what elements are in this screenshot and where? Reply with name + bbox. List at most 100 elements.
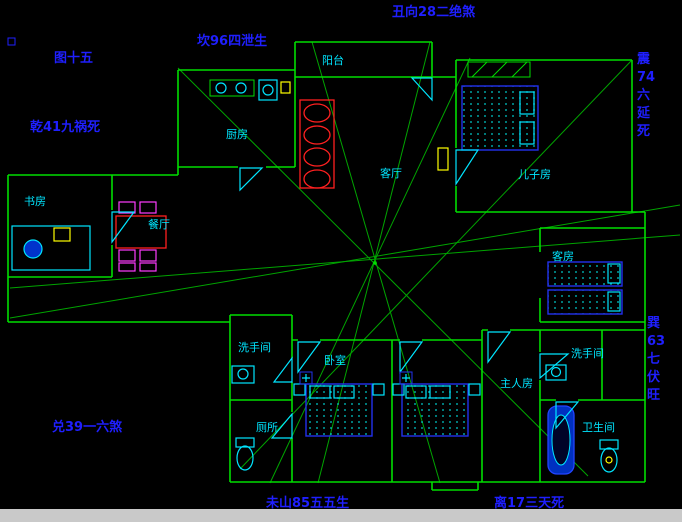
guest-room-furniture <box>547 261 623 315</box>
wardrobe-icon <box>467 61 531 78</box>
pillow-icon <box>309 385 331 399</box>
east-upper-char: 震 <box>636 52 651 67</box>
nightstand-icon <box>468 383 481 396</box>
tv-icon <box>437 147 449 171</box>
cursor-pickbox <box>7 37 16 46</box>
toilet-seat-icon <box>605 456 613 464</box>
basin-bowl-icon <box>550 366 562 378</box>
dining-chair-icon <box>118 249 136 262</box>
pillow-icon <box>429 385 451 399</box>
east-upper-char: 六 <box>637 87 650 103</box>
pillow-icon <box>405 385 427 399</box>
east-lower-char: 七 <box>647 352 660 367</box>
dining-chair-icon <box>118 201 136 214</box>
pillow-icon <box>519 91 535 115</box>
pillow-icon <box>519 121 535 145</box>
dining-chair-icon <box>139 262 157 272</box>
nightstand-icon <box>392 383 405 396</box>
room-label-washroom1: 洗手间 <box>238 340 271 354</box>
wall-outline <box>7 41 646 491</box>
door-icon <box>539 353 570 380</box>
burner-icon <box>235 82 247 94</box>
bottom-scrollbar[interactable] <box>0 509 682 522</box>
bed-icon <box>547 289 623 315</box>
desk-icon <box>11 225 91 271</box>
door-icon <box>297 341 322 374</box>
kitchen-fixtures <box>209 79 291 101</box>
kitchen-appliance-icon <box>280 81 291 94</box>
living-furniture <box>299 99 449 189</box>
annotation-south-center: 未山85五五生 <box>265 495 349 511</box>
room-label-washroom2: 洗手间 <box>571 346 604 360</box>
sofa-cushion-icon <box>303 103 331 123</box>
bed-icon <box>461 85 539 151</box>
door-icon <box>487 331 512 364</box>
stove-icon <box>209 79 255 97</box>
room-label-study: 书房 <box>24 195 46 208</box>
bedroom2-furniture <box>392 383 481 437</box>
basin-bowl-icon <box>237 368 249 380</box>
wardrobe-hatch <box>471 61 528 78</box>
washbasin-icon <box>231 365 255 384</box>
dining-chair-icon <box>139 249 157 262</box>
socket-icon <box>299 371 313 385</box>
room-label-dining: 餐厅 <box>148 217 170 231</box>
toilet-bowl-icon <box>236 445 254 471</box>
room-label-master: 主人房 <box>500 377 533 390</box>
room-label-son: 儿子房 <box>518 168 551 181</box>
nightstand-icon <box>372 383 385 396</box>
sector-line <box>269 57 471 484</box>
dining-chair-icon <box>118 262 136 272</box>
fengshui-annotations: 图十五 坎96四泄生 丑向28二绝煞 乾41九祸死 兑39一六煞 未山85五五生… <box>7 4 665 511</box>
east-lower-char: 63 <box>647 334 665 349</box>
bed-icon <box>547 261 623 287</box>
annotation-west: 乾41九祸死 <box>30 119 100 135</box>
chair-icon <box>23 239 43 259</box>
annotation-top-center: 丑向28二绝煞 <box>392 4 476 20</box>
sofa-cushion-icon <box>303 125 331 145</box>
sector-line <box>9 204 681 319</box>
bed-icon <box>401 383 469 437</box>
door-icon <box>455 149 480 187</box>
annotation-east-lower: 巽 63 七 伏 旺 <box>647 316 665 403</box>
computer-icon <box>53 227 71 242</box>
room-label-kitchen: 厨房 <box>226 128 248 141</box>
room-labels: 阳台 厨房 客厅 书房 餐厅 儿子房 客房 洗手间 厕所 卧室 主人房 洗手间 … <box>24 53 615 434</box>
door-icon <box>111 211 136 244</box>
dining-furniture <box>115 201 167 272</box>
pillow-icon <box>607 291 621 312</box>
annotation-south-right: 离17三天死 <box>494 495 564 511</box>
room-label-guest: 客房 <box>552 249 574 263</box>
sector-line <box>177 67 589 477</box>
toilet-bowl-icon <box>600 447 618 473</box>
annotation-southwest: 兑39一六煞 <box>52 419 123 435</box>
plan-center-point <box>373 261 377 265</box>
east-lower-char: 旺 <box>647 388 660 403</box>
burner-icon <box>215 82 227 94</box>
east-upper-char: 延 <box>636 105 651 121</box>
study-furniture <box>11 225 91 271</box>
pillow-icon <box>333 385 355 399</box>
door-icon <box>555 401 580 430</box>
toilet-tank-icon <box>235 437 255 448</box>
kitchen-sink-icon <box>258 79 278 101</box>
dining-chair-icon <box>139 201 157 214</box>
annotation-east-upper: 震 74 六 延 死 <box>636 52 655 139</box>
pillow-icon <box>607 263 621 284</box>
room-label-bathroom: 卫生间 <box>582 420 615 434</box>
socket-icon <box>399 371 413 385</box>
room-label-living: 客厅 <box>380 166 402 180</box>
room-label-bedroom: 卧室 <box>324 353 346 367</box>
toilet-tank-icon <box>599 439 619 450</box>
east-lower-char: 巽 <box>647 316 660 331</box>
bedroom1-furniture <box>293 383 385 437</box>
door-icon <box>270 412 293 439</box>
analysis-lines <box>9 41 681 484</box>
bed-icon <box>305 383 373 437</box>
son-room-furniture <box>461 61 539 151</box>
walls <box>7 41 646 491</box>
east-upper-char: 死 <box>637 124 650 139</box>
